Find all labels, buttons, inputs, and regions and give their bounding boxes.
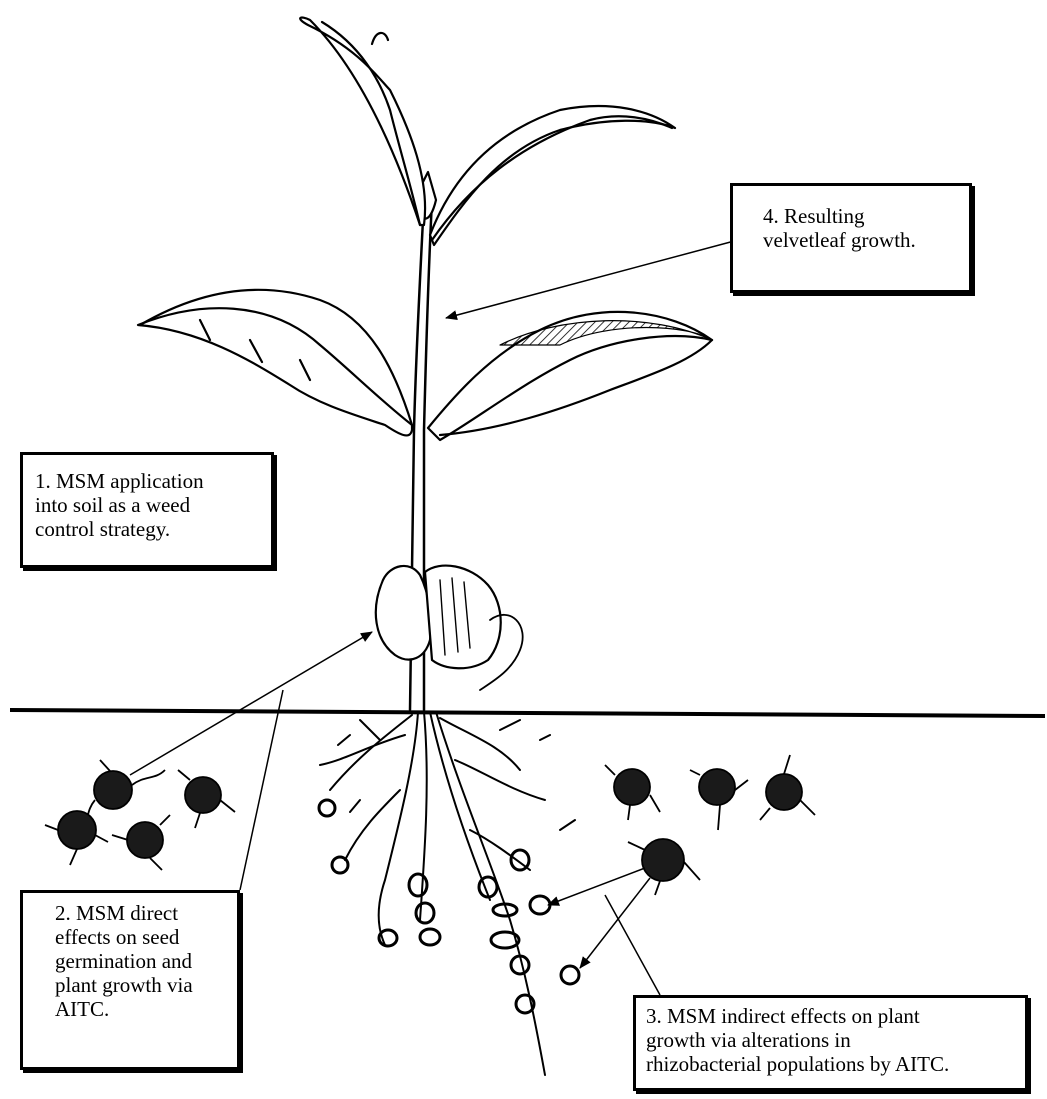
label-step1-text: 1. MSM application into soil as a weed c… [35, 469, 204, 541]
label-step3-text: 3. MSM indirect effects on plant growth … [646, 1004, 949, 1076]
msm-particles-right [605, 755, 815, 895]
label-step4-text: 4. Resulting velvetleaf growth. [763, 204, 916, 252]
label-box-step2: 2. MSM direct effects on seed germinatio… [20, 890, 240, 1070]
rhizobacteria [319, 800, 579, 1013]
soil-surface-line [10, 710, 1045, 716]
velvetleaf-plant [138, 18, 712, 710]
label-step2-text: 2. MSM direct effects on seed germinatio… [55, 901, 193, 1021]
roots [320, 712, 575, 1075]
msm-particles-left [45, 760, 235, 870]
label-box-step1: 1. MSM application into soil as a weed c… [20, 452, 274, 568]
label-box-step4: 4. Resulting velvetleaf growth. [730, 183, 972, 293]
label-box-step3: 3. MSM indirect effects on plant growth … [633, 995, 1028, 1091]
